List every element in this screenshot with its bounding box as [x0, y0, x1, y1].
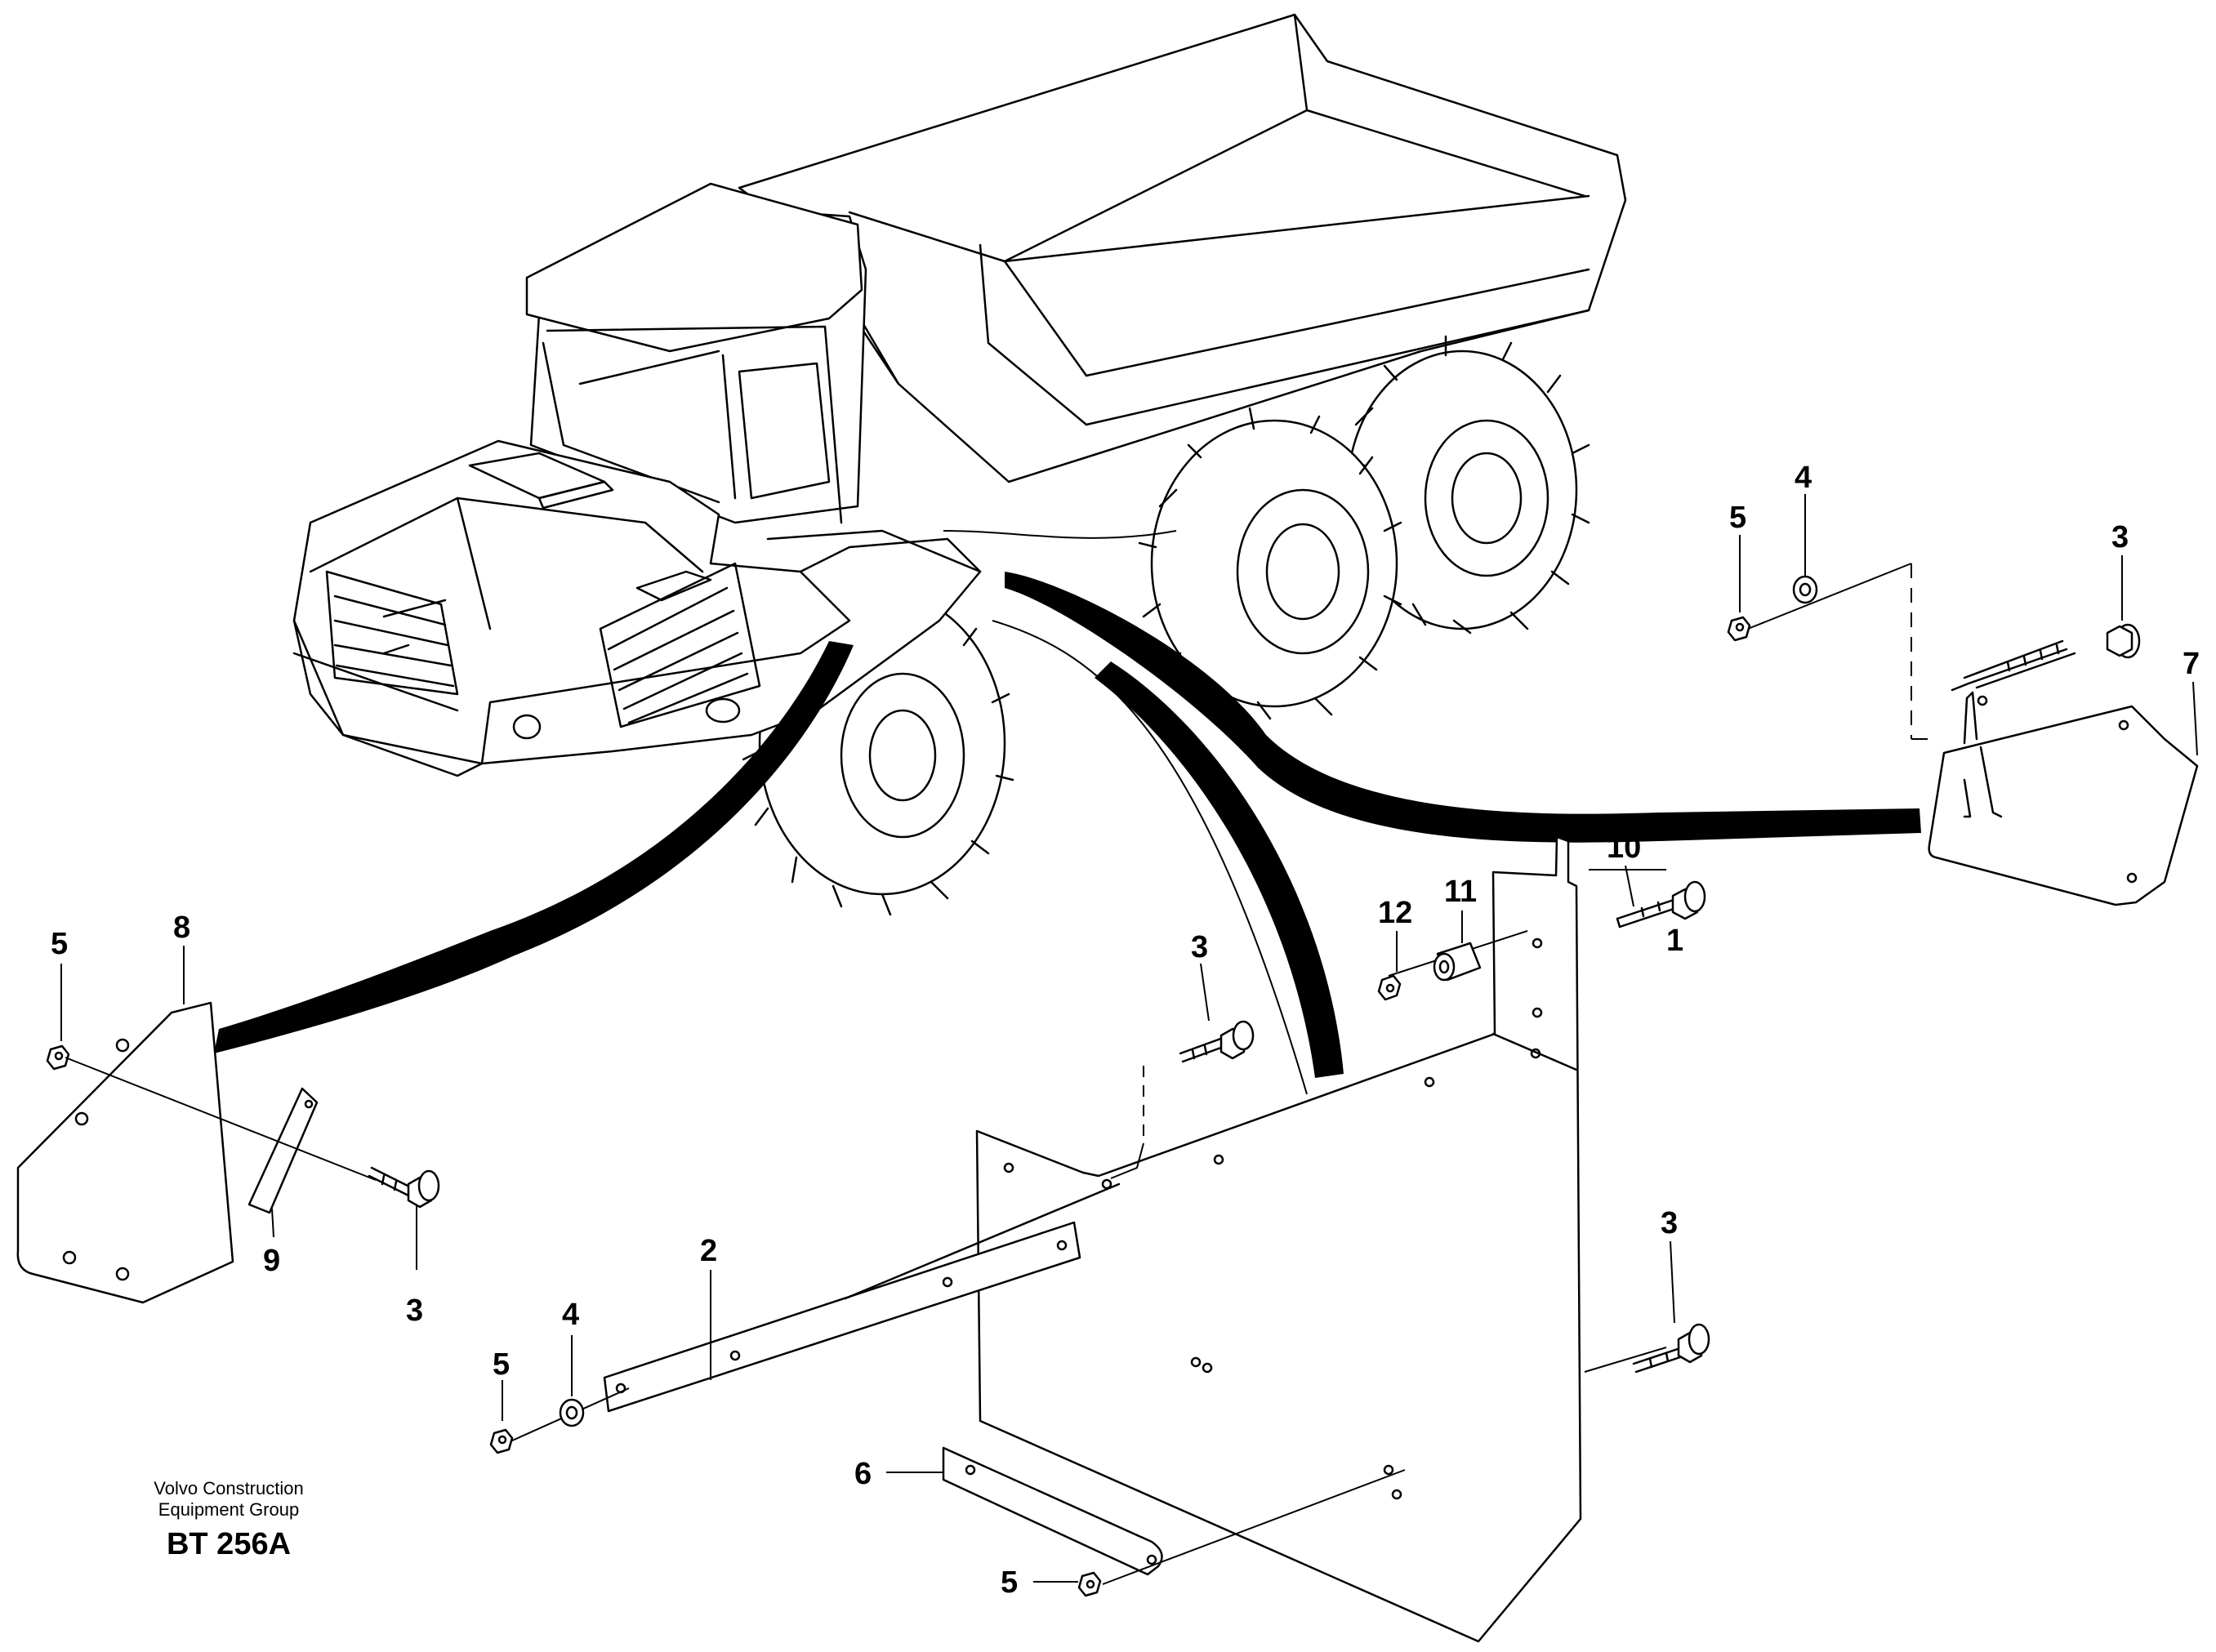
publisher-label: Volvo Construction Equipment Group [98, 1478, 359, 1521]
callout-7: 7 [2183, 647, 2200, 681]
fasteners-part-7 [1727, 563, 2141, 740]
fasteners-part-1-top [1377, 880, 1706, 1001]
articulated-hauler-illustration [292, 13, 1627, 916]
callout-12: 12 [1378, 896, 1412, 930]
part-8-plate [16, 1001, 234, 1304]
callout-3-left: 3 [406, 1294, 423, 1328]
rear-wheel-far [1346, 335, 1590, 635]
callout-3-top-right: 3 [2111, 520, 2129, 554]
fasteners-part-8 [46, 1044, 440, 1209]
callout-4-bottom: 4 [562, 1298, 579, 1332]
part-9-clip [247, 1087, 319, 1214]
drawing-code: BT 256A [166, 1527, 292, 1561]
callout-8: 8 [173, 911, 190, 945]
callout-5-bottom: 5 [1001, 1565, 1018, 1600]
callout-11: 11 [1444, 875, 1477, 909]
callout-labels: 1 2 3 3 3 3 4 4 5 5 5 5 6 7 8 9 10 11 12 [51, 461, 2200, 1600]
callout-2: 2 [700, 1234, 717, 1268]
fasteners-part-6 [1077, 1469, 1406, 1597]
publisher-line-1: Volvo Construction [154, 1478, 304, 1498]
callout-4-top-right: 4 [1795, 461, 1812, 495]
part-2-support-bar [603, 1182, 1121, 1413]
part-7-bracket-plate [1928, 691, 2199, 906]
callout-10: 10 [1607, 830, 1641, 865]
callout-3-right: 3 [1661, 1206, 1678, 1240]
fasteners-part-1-mid [1110, 1020, 1255, 1179]
callout-9: 9 [263, 1244, 280, 1278]
fasteners-part-2 [489, 1387, 630, 1454]
callout-5-bottom-left: 5 [493, 1347, 510, 1382]
cab [525, 182, 867, 524]
part-1-mud-guard-plate [975, 835, 1582, 1643]
leader-lines [60, 494, 2198, 1583]
rear-wheel-near [1138, 407, 1402, 720]
callout-6: 6 [854, 1457, 872, 1491]
publisher-line-2: Equipment Group [158, 1499, 300, 1520]
callout-3-middle: 3 [1191, 930, 1208, 964]
connection-bands [214, 530, 1921, 1095]
callout-5-left: 5 [51, 927, 68, 961]
callout-5-top-right: 5 [1729, 501, 1746, 535]
callout-1: 1 [1666, 924, 1683, 958]
fasteners-part-1-right [1584, 1323, 1710, 1374]
part-6-strip [942, 1446, 1163, 1576]
